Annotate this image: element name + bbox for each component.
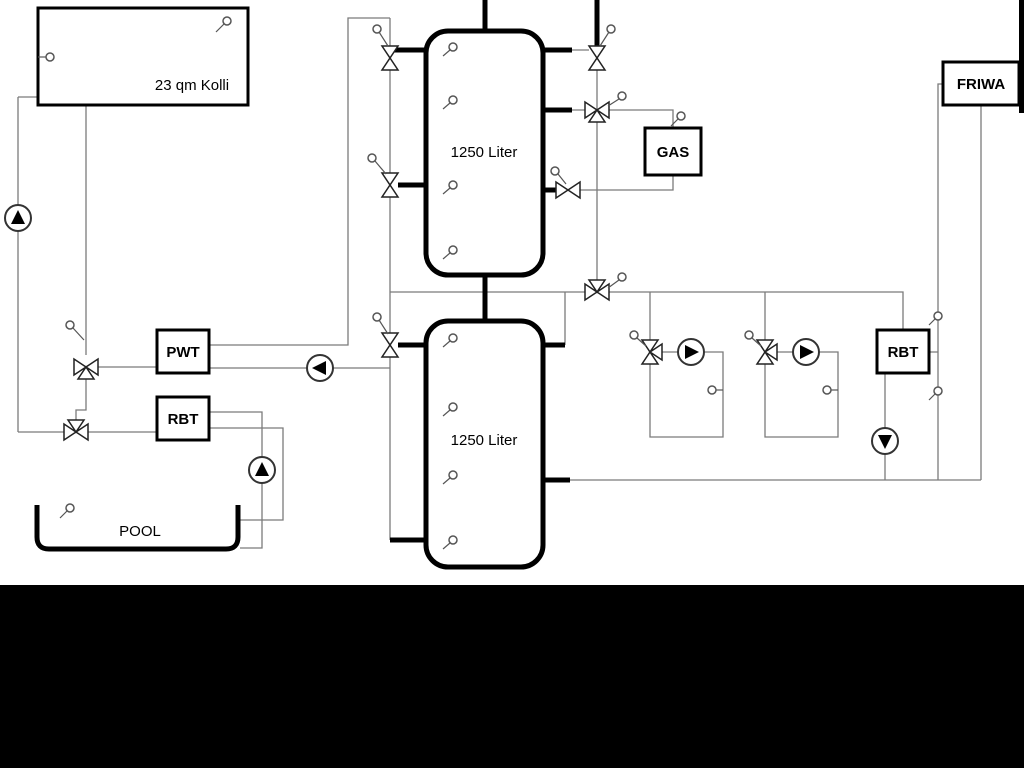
pool-label: POOL bbox=[119, 523, 161, 540]
sensor-icon-tank-bottom-4 bbox=[442, 535, 458, 550]
pump-icon-rbt-return bbox=[871, 427, 899, 455]
three-way-valve-icon-heating-circuit-2 bbox=[744, 330, 778, 365]
sensor-icon-heating-loop-1 bbox=[707, 385, 723, 395]
sensor-icon-tank-top-2 bbox=[442, 95, 458, 110]
sensor-icon-friwa-line-upper bbox=[928, 311, 943, 326]
sensor-icon-collector-left bbox=[38, 52, 55, 62]
valve-icon-tank-lower-port bbox=[372, 312, 400, 358]
bottom-black-band bbox=[0, 585, 1024, 768]
main-pipes bbox=[390, 0, 600, 543]
right-edge-pipe-cutoff bbox=[1019, 0, 1024, 113]
pump-icon-pool bbox=[248, 456, 276, 484]
rbt-right-box: RBT bbox=[875, 328, 931, 375]
three-way-valve-icon-heating-circuit-1 bbox=[629, 330, 663, 365]
solar-collector-box: 23 qm Kolli bbox=[36, 6, 250, 107]
pwt-box: PWT bbox=[155, 328, 211, 375]
sensor-icon-tank-top-4 bbox=[442, 245, 458, 260]
pump-icon-solar bbox=[4, 204, 32, 232]
valve-icon-tank-mid-port bbox=[367, 153, 400, 198]
buffer-tank-bottom: 1250 Liter bbox=[423, 318, 546, 570]
gas-label: GAS bbox=[657, 144, 690, 161]
tank-top-label: 1250 Liter bbox=[451, 144, 518, 161]
sensor-icon-gas-line bbox=[670, 111, 686, 127]
sensor-icon-collector-top bbox=[215, 16, 232, 33]
friwa-label: FRIWA bbox=[957, 76, 1005, 93]
pump-icon-heating-circuit-2 bbox=[792, 338, 820, 366]
valve-icon-tank-top-right bbox=[587, 24, 616, 71]
tank-bottom-label: 1250 Liter bbox=[451, 432, 518, 449]
three-way-valve-icon-pool-return bbox=[63, 419, 89, 442]
sensor-icon-heating-loop-2 bbox=[822, 385, 838, 395]
valve-icon-gas-return bbox=[550, 166, 581, 200]
rbt-right-label: RBT bbox=[888, 344, 919, 361]
pool-basin: POOL bbox=[34, 505, 241, 552]
pump-icon-tank-charge bbox=[306, 354, 334, 382]
friwa-box: FRIWA bbox=[941, 60, 1021, 107]
rbt-left-box: RBT bbox=[155, 395, 211, 442]
three-way-valve-icon-solar-supply bbox=[73, 357, 99, 380]
valve-icon-tank-top-port bbox=[372, 24, 400, 71]
three-way-valve-icon-gas-supply bbox=[584, 91, 627, 123]
schematic-canvas: 23 qm Kolli 1250 Liter 1250 Liter PWT RB… bbox=[4, 0, 1021, 570]
sensor-icon-tank-top-3 bbox=[442, 180, 458, 195]
collector-label: 23 qm Kolli bbox=[155, 77, 229, 94]
pwt-label: PWT bbox=[166, 344, 199, 361]
sensor-icon-tank-bottom-3 bbox=[442, 470, 458, 485]
pump-icon-heating-circuit-1 bbox=[677, 338, 705, 366]
three-way-valve-icon-heating-manifold bbox=[584, 272, 627, 302]
sensor-icon-pool bbox=[59, 503, 75, 519]
sensor-icon-solar-line bbox=[65, 320, 85, 341]
gas-boiler-box: GAS bbox=[643, 126, 703, 177]
sensor-icon-tank-bottom-2 bbox=[442, 402, 458, 417]
sensor-icon-tank-bottom-1 bbox=[442, 333, 458, 348]
buffer-tank-top: 1250 Liter bbox=[423, 28, 546, 278]
sensor-icon-friwa-line-lower bbox=[928, 386, 943, 401]
rbt-left-label: RBT bbox=[168, 411, 199, 428]
sensor-icon-tank-top-1 bbox=[442, 42, 458, 57]
